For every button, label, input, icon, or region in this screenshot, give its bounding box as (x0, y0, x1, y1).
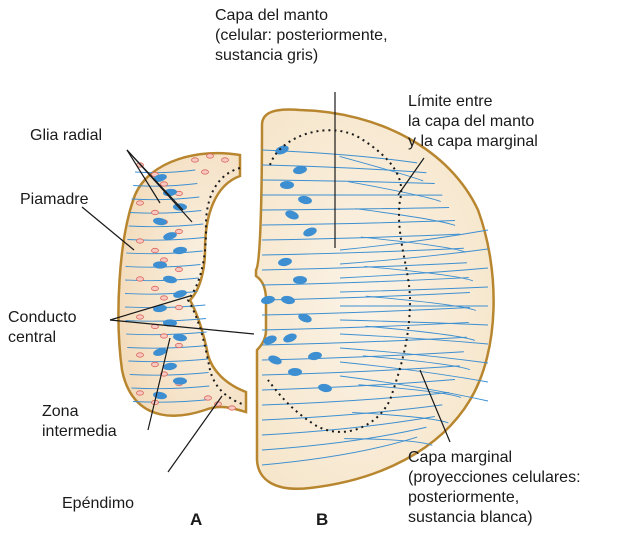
label-conducto-central: Conducto central (8, 308, 77, 348)
label-piamadre: Piamadre (20, 190, 88, 210)
label-capa-manto: Capa del manto (celular: posteriormente,… (215, 6, 388, 66)
label-capa-manto-line1: Capa del manto (215, 6, 388, 26)
label-zona-intermedia: Zona intermedia (42, 402, 117, 442)
vessel (137, 277, 144, 281)
label-capa-marginal-line1: Capa marginal (408, 448, 581, 468)
vessel (137, 239, 144, 243)
vessel (176, 305, 183, 309)
vessel (137, 353, 144, 357)
neuroblast-cell (293, 276, 307, 284)
label-zona-line2: intermedia (42, 422, 117, 442)
label-capa-manto-line3: sustancia gris) (215, 46, 388, 66)
vessel (205, 396, 212, 400)
label-conducto-line2: central (8, 328, 77, 348)
label-capa-marginal: Capa marginal (proyecciones celulares: p… (408, 448, 581, 528)
vessel (152, 362, 159, 366)
label-limite-line3: y la capa marginal (408, 132, 538, 152)
vessel (152, 248, 159, 252)
vessel (161, 296, 168, 300)
label-limite-line1: Límite entre (408, 92, 538, 112)
label-capa-marginal-line2: (proyecciones celulares: (408, 468, 581, 488)
vessel (192, 158, 199, 162)
vessel (161, 334, 168, 338)
label-zona-line1: Zona (42, 402, 117, 422)
neuroblast-cell (288, 368, 302, 376)
vessel (152, 286, 159, 290)
panel-a-label: A (190, 510, 202, 530)
vessel (176, 229, 183, 233)
vessel (161, 182, 168, 186)
vessel (229, 406, 236, 410)
vessel (176, 343, 183, 347)
vessel (137, 201, 144, 205)
vessel (137, 391, 144, 395)
label-capa-manto-line2: (celular: posteriormente, (215, 26, 388, 46)
vessel (152, 210, 159, 214)
vessel (202, 170, 209, 174)
vessel (207, 154, 214, 158)
panel-b-label: B (316, 510, 328, 530)
label-ependimo: Epéndimo (62, 494, 134, 514)
label-capa-marginal-line4: sustancia blanca) (408, 508, 581, 528)
vessel (137, 315, 144, 319)
neuroblast-cell (280, 181, 294, 189)
label-limite: Límite entre la capa del manto y la capa… (408, 92, 538, 152)
label-limite-line2: la capa del manto (408, 112, 538, 132)
vessel (222, 158, 229, 162)
vessel (176, 267, 183, 271)
label-capa-marginal-line3: posteriormente, (408, 488, 581, 508)
label-conducto-line1: Conducto (8, 308, 77, 328)
label-glia-radial: Glia radial (30, 126, 102, 146)
